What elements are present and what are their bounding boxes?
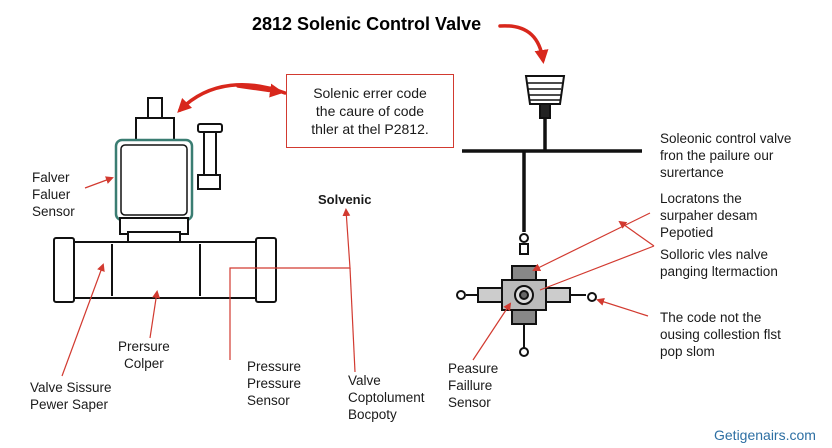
error-code-callout: Solenic errer code the caure of code thl…	[286, 74, 454, 148]
leader-lines	[61, 176, 655, 377]
right-valve-illustration	[456, 75, 642, 357]
label-valve-sissure: Valve Sissure Pewer Saper	[30, 380, 112, 412]
label-soleonic-control: Soleonic control valve fron the pailure …	[660, 131, 792, 180]
label-code-not: The code not the ousing collestion flst …	[660, 310, 781, 359]
label-falver-sensor: Falver Faluer Sensor	[32, 170, 75, 219]
label-solloric: Solloric vles nalve panging ltermaction	[660, 247, 778, 279]
watermark: Getigenairs.com	[714, 427, 816, 443]
diagram-title: 2812 Solenic Control Valve	[252, 14, 482, 34]
emphasis-arrows	[177, 24, 549, 113]
label-locratons: Locratons the surpaher desam Pepotied	[660, 191, 758, 240]
label-peasure-failure: Peasure Faillure Sensor	[448, 361, 499, 410]
left-valve-illustration	[53, 97, 277, 303]
label-pressure-colper: Prersure Colper	[118, 339, 170, 371]
label-solvenic: Solvenic	[318, 192, 372, 207]
label-valve-coptolument: Valve Coptolument Bocpoty	[348, 373, 425, 422]
label-pressure-sensor: Pressure Pressure Sensor	[247, 359, 302, 408]
